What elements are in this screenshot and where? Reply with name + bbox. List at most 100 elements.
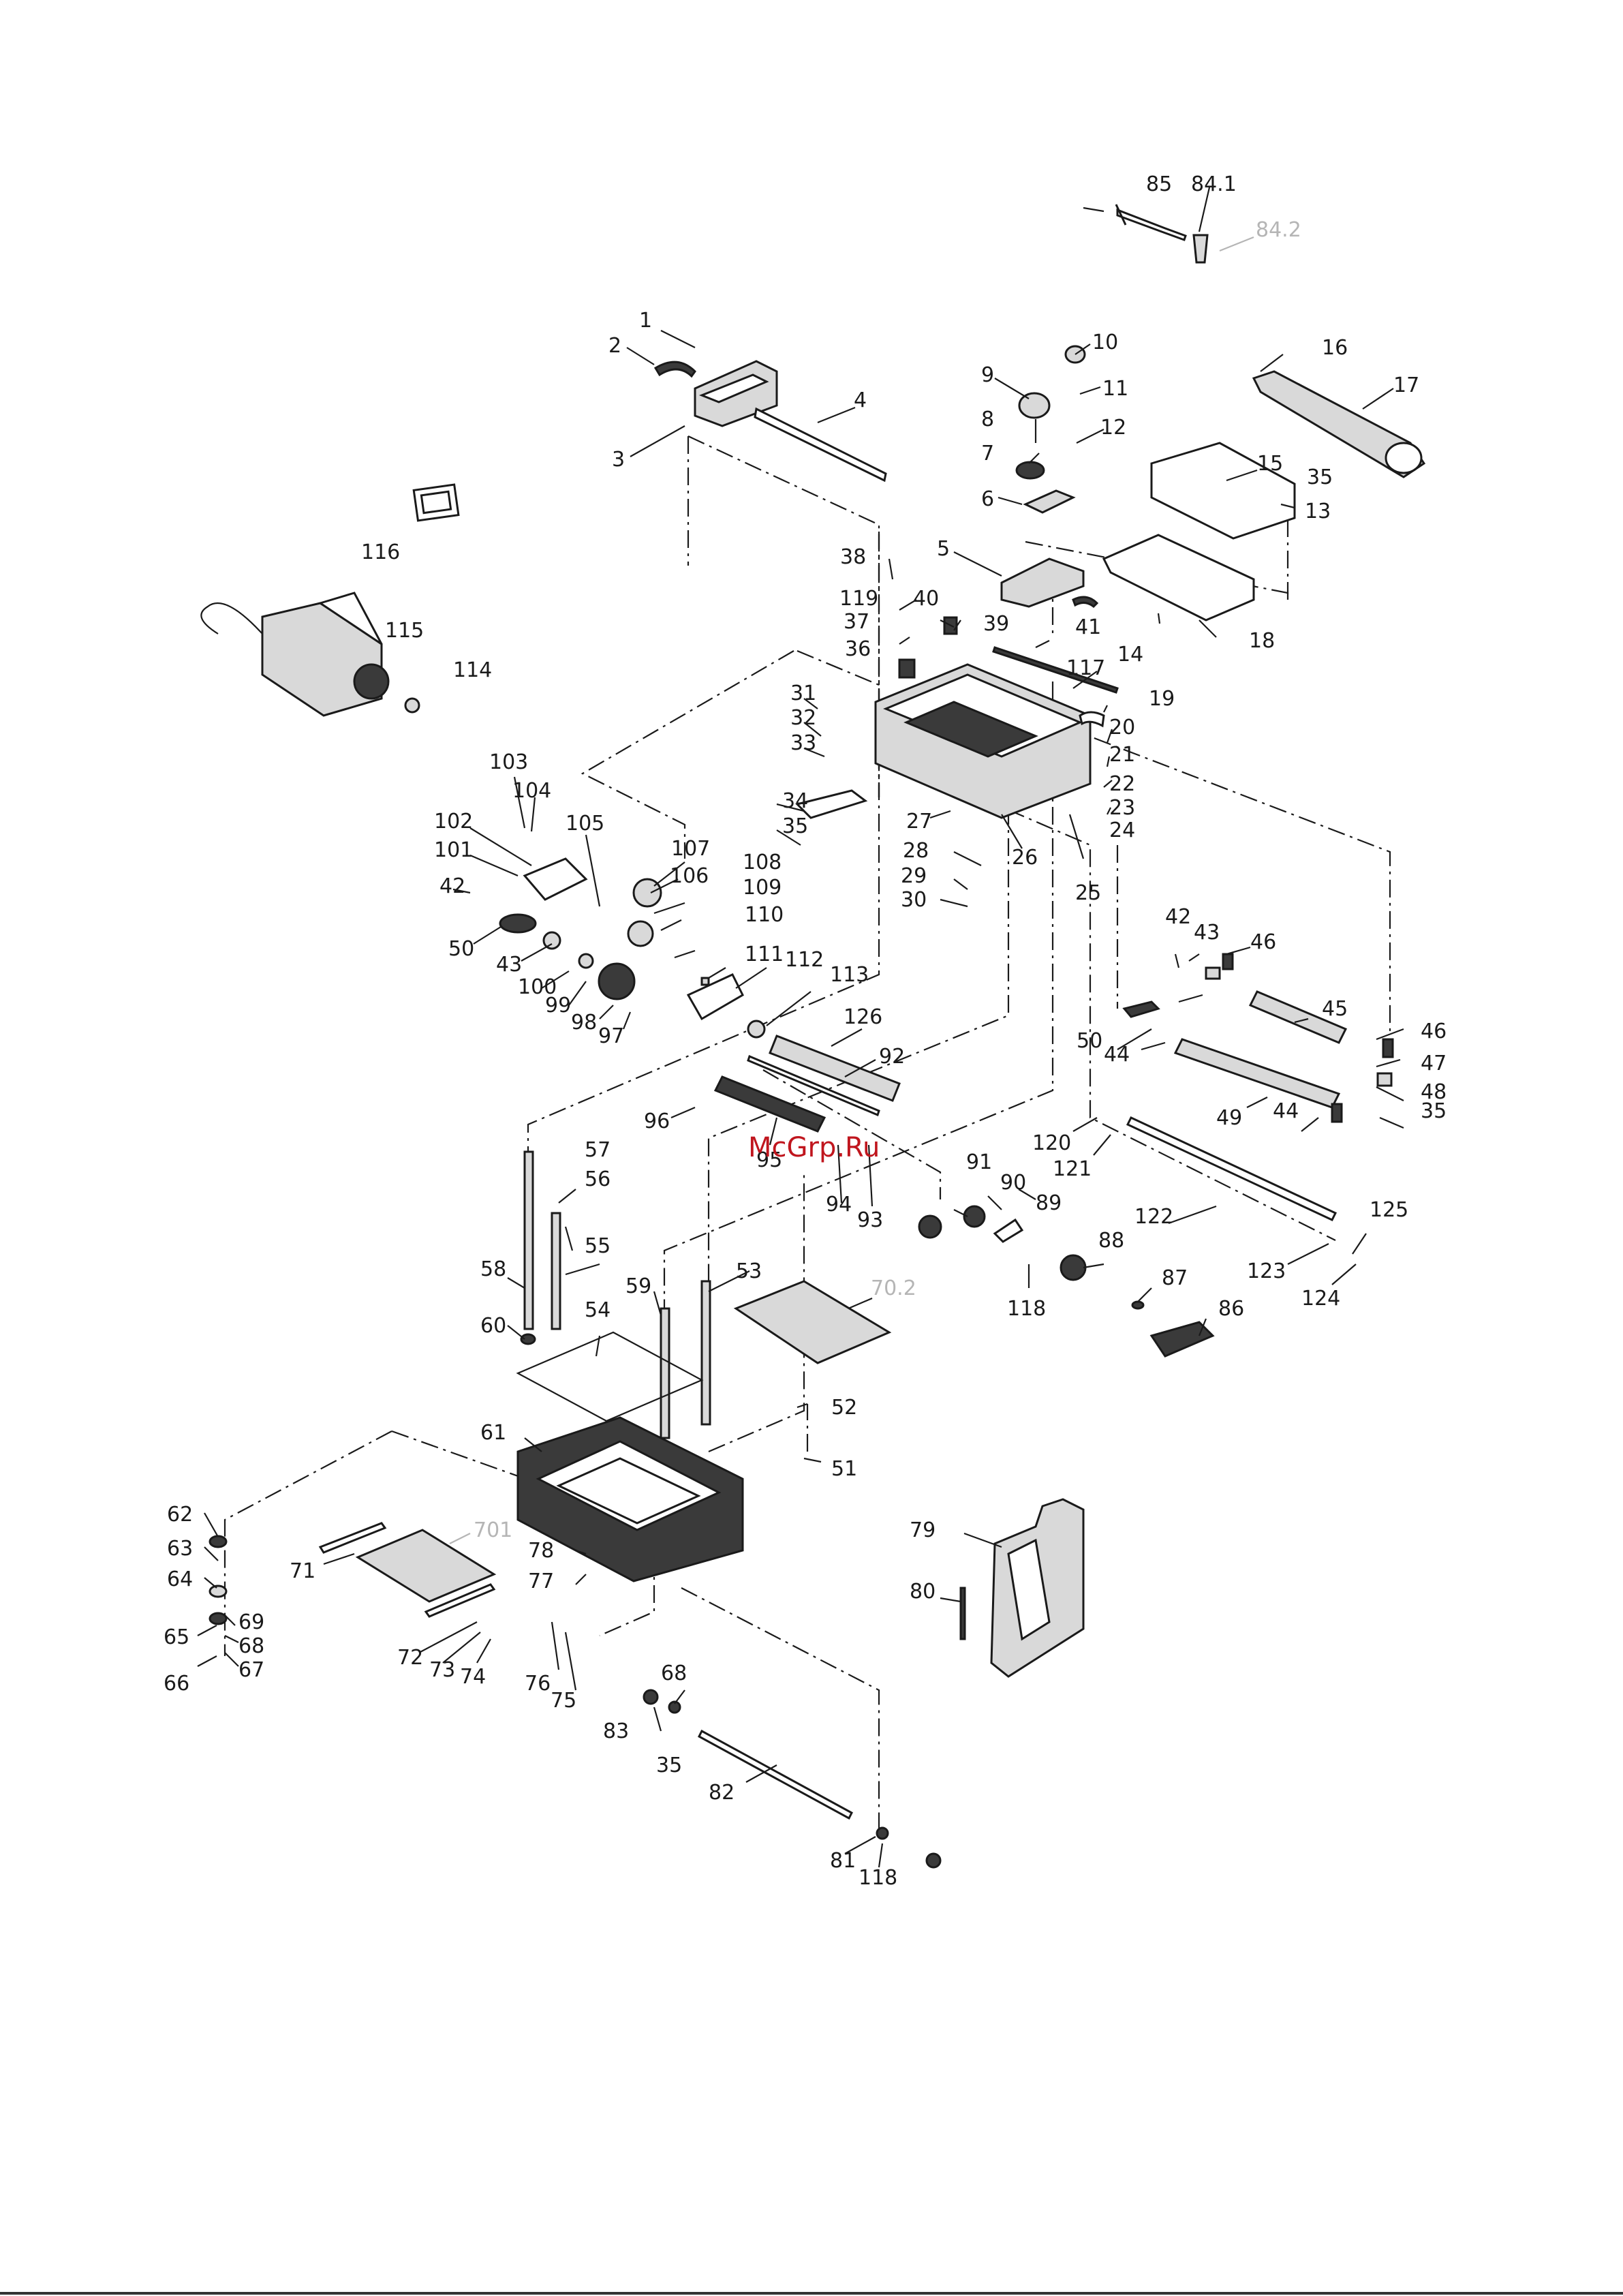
label-96: 96 [644,1109,670,1133]
motor-assembly [200,483,460,717]
label-80: 80 [910,1580,936,1604]
label-97: 97 [598,1024,624,1048]
label-48: 48 [1421,1080,1447,1104]
main-frame [795,616,1119,819]
label-41: 41 [1075,615,1101,639]
label-35-b: 35 [1307,465,1333,489]
label-110: 110 [745,903,784,927]
label-69: 69 [238,1610,264,1634]
label-111: 111 [745,943,784,966]
label-114: 114 [453,658,492,682]
label-99: 99 [545,994,571,1017]
label-22: 22 [1109,772,1135,796]
label-88: 88 [1098,1229,1124,1253]
label-51: 51 [831,1457,857,1481]
label-120: 120 [1032,1131,1071,1155]
label-72: 72 [397,1646,423,1670]
label-5: 5 [937,537,950,561]
label-38: 38 [840,545,866,569]
label-60: 60 [480,1314,506,1338]
label-82: 82 [709,1781,735,1805]
label-118-b: 118 [859,1866,897,1890]
label-123: 123 [1247,1259,1286,1283]
watermark-text: McGrp.Ru [748,1132,880,1163]
label-26: 26 [1012,846,1038,870]
label-59: 59 [625,1274,651,1298]
label-100: 100 [518,975,557,999]
label-95: 95 [756,1148,782,1172]
label-2: 2 [608,334,621,358]
label-66: 66 [164,1672,189,1696]
feed-rollers [1122,953,1394,1221]
part-number-labels: 1 2 3 4 5 6 7 8 9 10 11 12 13 14 15 16 1… [164,172,1447,1890]
label-35-c: 35 [1421,1099,1447,1123]
label-98: 98 [571,1011,597,1035]
label-86: 86 [1218,1297,1244,1321]
label-40: 40 [913,587,939,611]
label-32: 32 [790,706,816,730]
dust-chute [1102,370,1426,622]
label-10: 10 [1092,331,1118,354]
label-64: 64 [167,1567,193,1591]
label-8: 8 [981,408,994,431]
label-68-a: 68 [238,1634,264,1658]
label-35-d: 35 [656,1754,682,1777]
label-67: 67 [238,1658,264,1682]
label-113: 113 [830,963,869,987]
label-92: 92 [879,1045,905,1069]
socket-tool [1192,234,1209,264]
label-44-b: 44 [1273,1099,1299,1123]
label-115: 115 [385,619,424,643]
leader-lines [197,187,1404,1868]
label-36: 36 [845,637,871,661]
label-9: 9 [981,363,994,387]
label-37: 37 [844,610,869,634]
label-28: 28 [903,839,929,863]
label-49: 49 [1216,1106,1242,1130]
crank-handle [653,360,887,483]
label-61: 61 [480,1421,506,1445]
side-handle [959,1498,1085,1678]
label-50-b: 50 [1077,1029,1102,1053]
label-56: 56 [585,1167,610,1191]
label-6: 6 [981,487,994,511]
label-13: 13 [1305,500,1331,523]
label-44-a: 44 [1104,1043,1130,1067]
label-104: 104 [512,779,551,803]
label-90: 90 [1000,1171,1026,1195]
label-16: 16 [1322,336,1348,360]
label-21: 21 [1109,743,1135,767]
base [516,1416,744,1582]
hex-key-tool [1115,204,1187,241]
label-83: 83 [603,1719,629,1743]
pulleys-and-belt [918,1205,1215,1358]
label-35-a: 35 [782,814,808,838]
label-93: 93 [857,1208,883,1232]
label-701: 701 [474,1518,512,1542]
label-89: 89 [1036,1191,1062,1215]
label-23: 23 [1109,796,1135,820]
label-103: 103 [489,750,528,774]
label-78: 78 [528,1539,554,1563]
label-73: 73 [429,1658,455,1682]
label-34: 34 [782,789,808,813]
label-85: 85 [1146,172,1172,196]
label-45: 45 [1322,997,1348,1021]
label-17: 17 [1393,373,1419,397]
label-58: 58 [480,1257,506,1281]
label-77: 77 [528,1570,554,1593]
label-117: 117 [1066,656,1105,680]
label-107: 107 [671,837,710,861]
label-116: 116 [361,540,400,564]
label-70-2: 70.2 [871,1276,916,1300]
label-27: 27 [906,810,932,833]
label-126: 126 [844,1005,882,1029]
label-42-a: 42 [439,874,465,898]
label-11: 11 [1102,377,1128,401]
label-63: 63 [167,1537,193,1561]
label-87: 87 [1162,1266,1188,1290]
label-33: 33 [790,731,816,755]
label-24: 24 [1109,818,1135,842]
label-1: 1 [639,309,652,333]
